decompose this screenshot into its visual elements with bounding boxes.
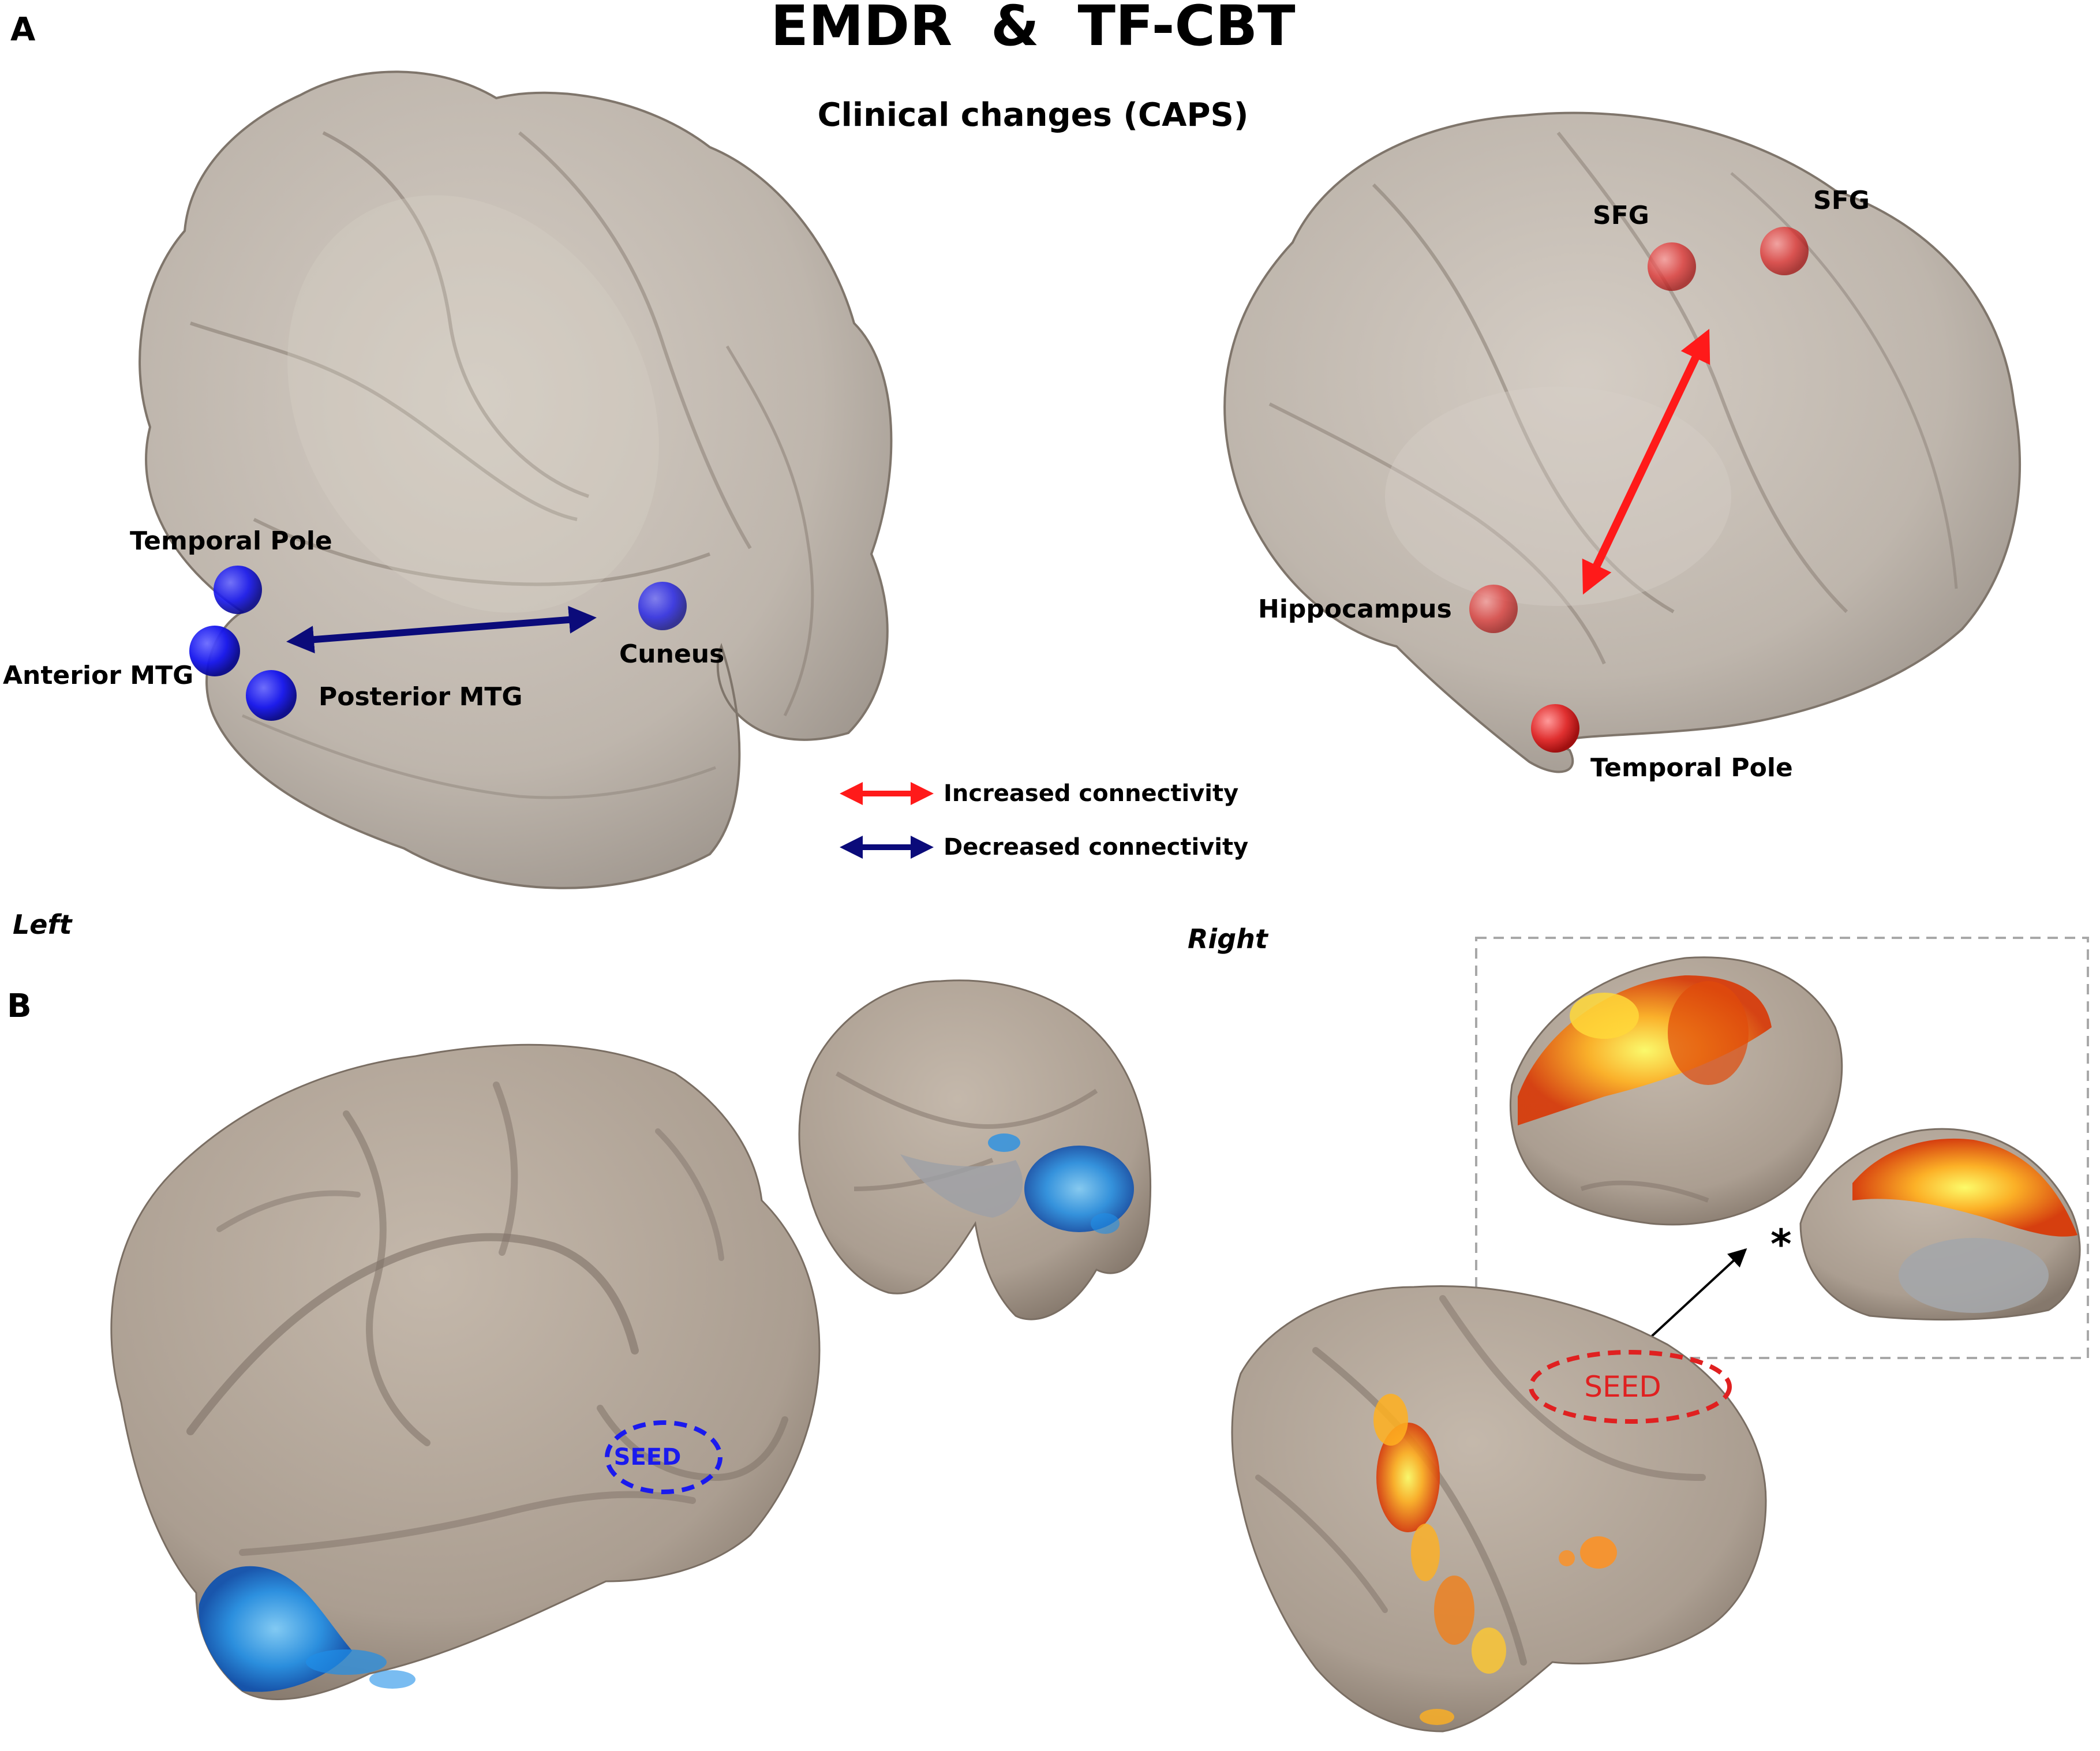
seed-label-right: SEED bbox=[1584, 1370, 1661, 1404]
label-sfg-1: SFG bbox=[1593, 201, 1649, 230]
left-lateral-brain bbox=[110, 1043, 821, 1700]
panel-a-title: EMDR & TF-CBT bbox=[770, 0, 1295, 58]
significance-asterisk: * bbox=[1770, 1221, 1792, 1268]
panel-a-subtitle: Clinical changes (CAPS) bbox=[818, 96, 1249, 134]
seed-outline-left bbox=[605, 1420, 723, 1494]
side-label-left: Left bbox=[13, 909, 73, 940]
seed-label-left: SEED bbox=[614, 1444, 682, 1471]
increased-connectivity-arrow bbox=[1582, 328, 1710, 595]
panel-b-letter: B bbox=[7, 987, 32, 1025]
label-hippocampus: Hippocampus bbox=[1258, 594, 1452, 624]
right-lateral-brain bbox=[1231, 1285, 1767, 1733]
legend-decreased-label: Decreased connectivity bbox=[944, 834, 1248, 860]
panel-a-letter: A bbox=[10, 11, 36, 48]
left-glass-brain bbox=[138, 70, 893, 889]
decreased-connectivity-arrow bbox=[286, 605, 597, 654]
node-anterior-mtg bbox=[189, 626, 240, 676]
legend-increased-label: Increased connectivity bbox=[944, 780, 1238, 807]
label-sfg-2: SFG bbox=[1813, 186, 1870, 215]
side-label-right: Right bbox=[1188, 923, 1269, 955]
node-temporal-pole-left bbox=[214, 566, 262, 614]
label-cuneus: Cuneus bbox=[619, 639, 724, 669]
label-posterior-mtg: Posterior MTG bbox=[319, 682, 522, 712]
node-cuneus bbox=[638, 582, 687, 630]
node-posterior-mtg bbox=[246, 670, 297, 721]
node-sfg-2 bbox=[1760, 227, 1809, 275]
node-hippocampus bbox=[1469, 585, 1518, 633]
small-posterior-brain bbox=[798, 979, 1151, 1320]
inset-medial-brain bbox=[1799, 1128, 2081, 1321]
node-temporal-pole-right bbox=[1531, 704, 1579, 753]
label-temporal-pole-left: Temporal Pole bbox=[130, 526, 332, 556]
label-anterior-mtg: Anterior MTG bbox=[3, 661, 193, 690]
inset-lateral-brain bbox=[1510, 956, 1843, 1226]
label-temporal-pole-right: Temporal Pole bbox=[1590, 753, 1793, 783]
seed-outline-right bbox=[1529, 1350, 1732, 1424]
legend: Increased connectivity Decreased connect… bbox=[840, 780, 1248, 860]
node-sfg-1 bbox=[1648, 242, 1696, 291]
inset-box bbox=[1475, 937, 2089, 1359]
